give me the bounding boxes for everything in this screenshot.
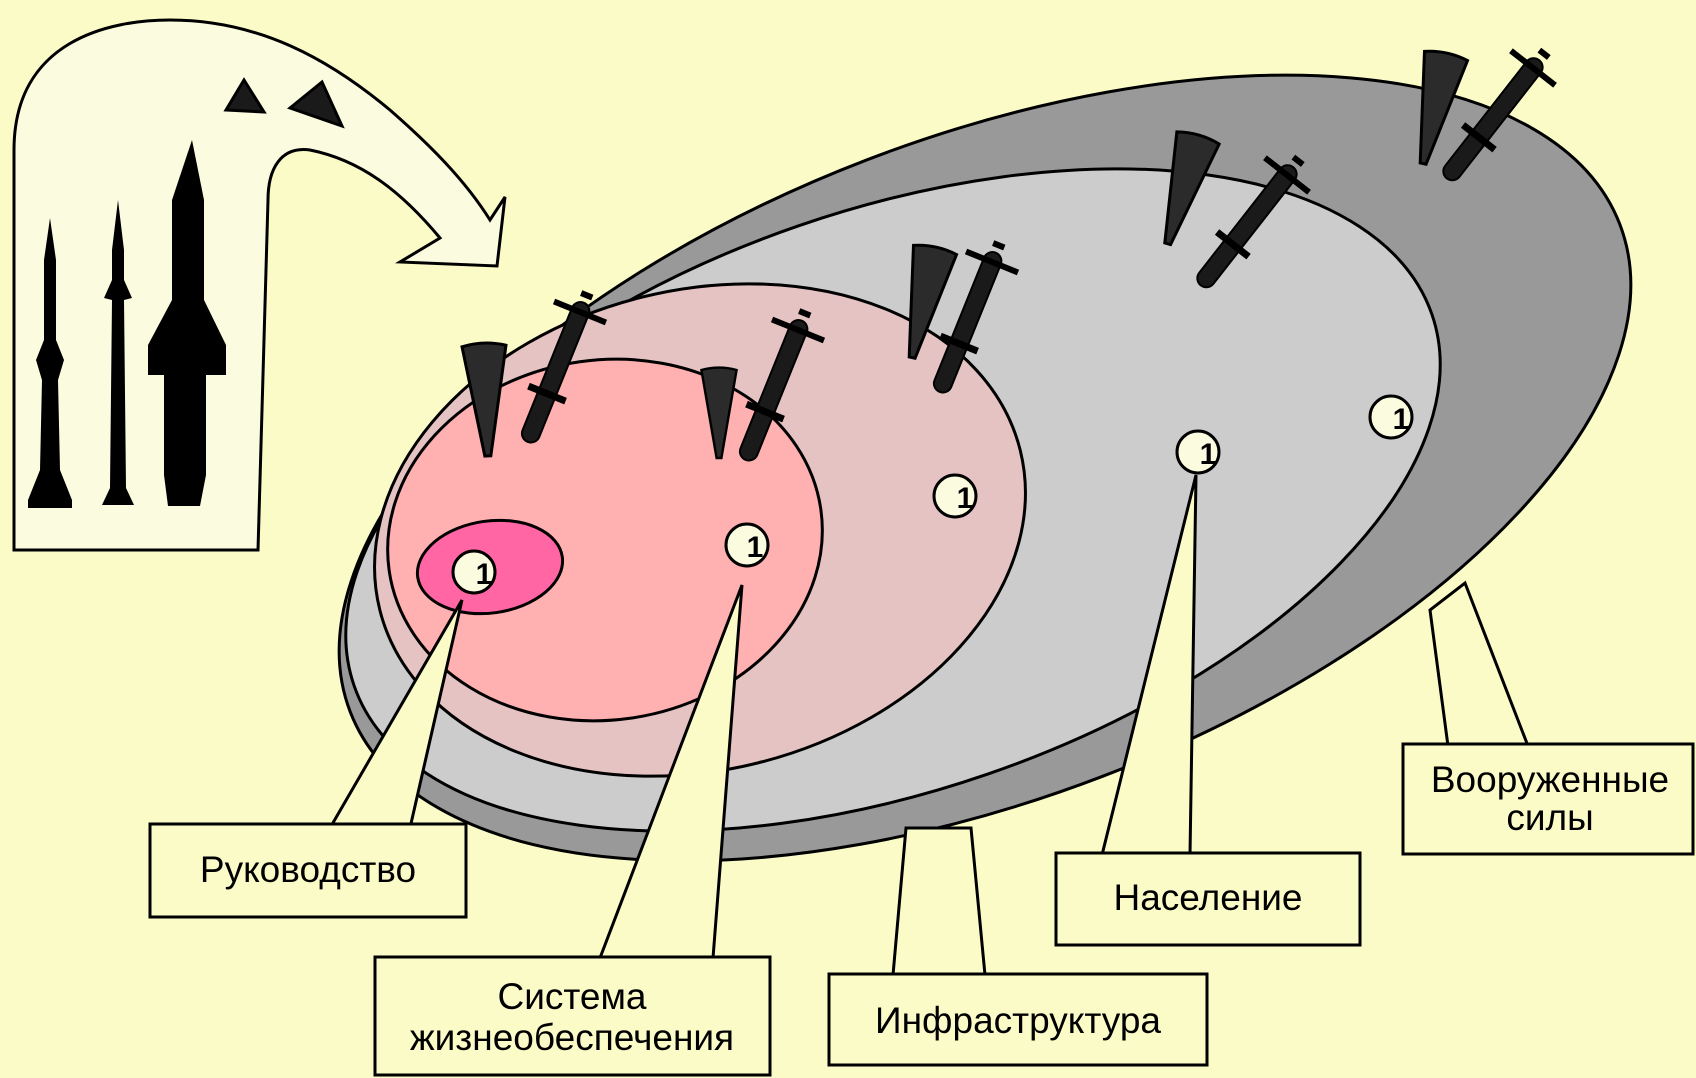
leadership-label: Руководство: [200, 849, 416, 890]
life-support-marker: 1: [726, 524, 768, 566]
population-marker: 1: [1177, 431, 1219, 473]
population-label: Население: [1114, 877, 1303, 918]
population-marker-number: 1: [1200, 438, 1217, 471]
armed-forces-label-line1: Вооруженные: [1431, 759, 1669, 800]
infrastructure-marker-number: 1: [957, 482, 974, 515]
infrastructure-callout-pointer: [893, 828, 985, 975]
leadership-marker-number: 1: [476, 558, 493, 591]
infrastructure-label: Инфраструктура: [875, 1000, 1161, 1041]
life-support-marker-number: 1: [747, 531, 764, 564]
armed-forces-marker: 1: [1370, 396, 1412, 438]
leadership-marker: 1: [453, 551, 495, 593]
life-support-label-line1: Система: [497, 976, 646, 1017]
life-support-label-line2: жизнеобеспечения: [410, 1017, 734, 1058]
infrastructure-marker: 1: [934, 475, 976, 517]
armed-forces-label-line2: силы: [1506, 797, 1593, 838]
armed-forces-marker-number: 1: [1393, 403, 1410, 436]
